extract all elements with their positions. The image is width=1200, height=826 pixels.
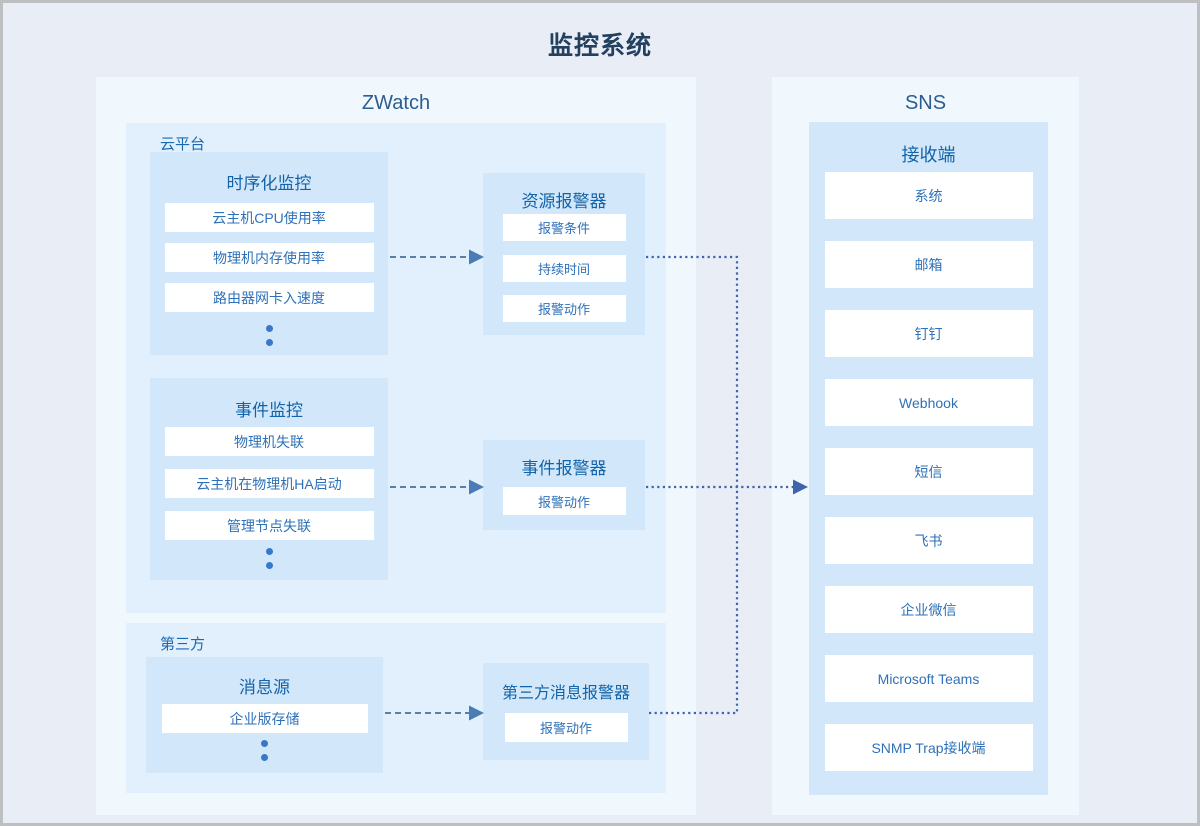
receiver-box: 接收端 系统 邮箱 钉钉 Webhook 短信 飞书 企业微信 Microsof… [809,122,1048,795]
message-source-box: 消息源 企业版存储 [146,657,383,773]
receiver-item: SNMP Trap接收端 [824,724,1033,771]
third-party-alarm-title: 第三方消息报警器 [501,685,630,702]
third-party-alarm-box: 第三方消息报警器 报警动作 [483,663,649,760]
event-item: 云主机在物理机HA启动 [164,469,374,498]
timeseries-item: 物理机内存使用率 [164,243,374,272]
timeseries-monitor-box: 时序化监控 云主机CPU使用率 物理机内存使用率 路由器网卡入速度 [150,152,388,355]
resource-alarm-item: 报警动作 [502,295,626,322]
receiver-list: 系统 邮箱 钉钉 Webhook 短信 飞书 企业微信 Microsoft Te… [809,172,1048,771]
sns-panel-title: SNS [904,92,947,114]
zwatch-panel-title: ZWatch [361,92,431,114]
cloud-platform-section: 云平台 时序化监控 云主机CPU使用率 物理机内存使用率 路由器网卡入速度 事件… [126,123,666,613]
resource-alarm-item: 持续时间 [502,255,626,282]
event-item: 管理节点失联 [164,511,374,540]
dot-icon [261,740,268,747]
third-party-alarm-item: 报警动作 [504,713,628,742]
receiver-item: 飞书 [824,517,1033,564]
receiver-item: 短信 [824,448,1033,495]
receiver-item: Microsoft Teams [824,655,1033,702]
receiver-item: 邮箱 [824,241,1033,288]
event-alarm-title: 事件报警器 [521,459,607,478]
event-alarm-box: 事件报警器 报警动作 [483,440,645,530]
receiver-item: 钉钉 [824,310,1033,357]
dot-icon [265,325,273,332]
third-party-label: 第三方 [160,636,206,653]
timeseries-item: 路由器网卡入速度 [164,283,374,312]
cloud-platform-label: 云平台 [160,136,206,153]
third-party-section: 第三方 消息源 企业版存储 第三方消息报警器 报警动作 [126,623,666,793]
event-alarm-item: 报警动作 [502,487,626,515]
resource-alarm-box: 资源报警器 报警条件 持续时间 报警动作 [483,173,645,335]
page-title: 监控系统 [547,32,652,60]
sns-panel: SNS 接收端 系统 邮箱 钉钉 Webhook 短信 飞书 企业微信 Micr… [772,77,1079,815]
receiver-title: 接收端 [901,145,956,165]
ellipsis-dots [150,548,388,569]
ellipsis-dots [150,325,388,346]
dot-icon [261,754,268,761]
receiver-item: 系统 [824,172,1033,219]
event-monitor-box: 事件监控 物理机失联 云主机在物理机HA启动 管理节点失联 [150,378,388,580]
resource-alarm-item: 报警条件 [502,214,626,241]
event-monitor-title: 事件监控 [235,401,303,420]
receiver-item: 企业微信 [824,586,1033,633]
timeseries-monitor-title: 时序化监控 [226,174,312,193]
event-item: 物理机失联 [164,427,374,456]
message-source-title: 消息源 [239,678,290,697]
dot-icon [265,339,273,346]
ellipsis-dots [146,740,383,761]
dot-icon [265,548,273,555]
zwatch-panel: ZWatch 云平台 时序化监控 云主机CPU使用率 物理机内存使用率 路由器网… [96,77,696,815]
resource-alarm-title: 资源报警器 [521,192,607,211]
timeseries-item: 云主机CPU使用率 [164,203,374,232]
receiver-item: Webhook [824,379,1033,426]
dot-icon [265,562,273,569]
message-source-item: 企业版存储 [161,704,368,733]
